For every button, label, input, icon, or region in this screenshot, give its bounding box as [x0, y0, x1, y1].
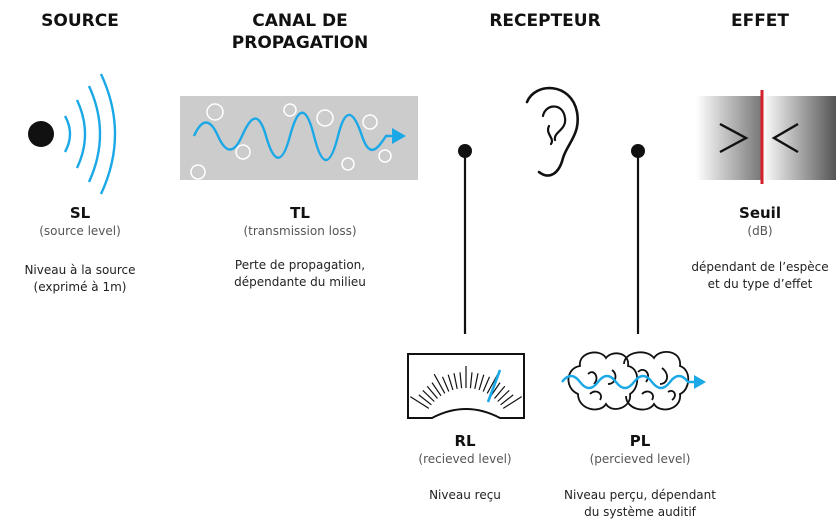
- seuil-abbr: Seuil: [739, 204, 781, 222]
- canal-title-line1: CANAL DE: [252, 11, 348, 31]
- pl-abbr: PL: [629, 432, 651, 450]
- pl-sub: (percieved level): [589, 452, 691, 466]
- tl-desc-line2: dépendante du milieu: [234, 275, 366, 289]
- sl-abbr: SL: [69, 204, 91, 222]
- seuil-desc-line2: et du type d’effet: [707, 277, 813, 291]
- gauge-tick: [426, 385, 438, 399]
- gauge-tick: [431, 382, 442, 397]
- pl-desc-line1: Niveau perçu, dépendant: [564, 488, 716, 502]
- effet-title: EFFET: [730, 11, 790, 31]
- canal-title: CANAL DE PROPAGATION: [200, 10, 400, 54]
- gauge-tick: [469, 372, 473, 389]
- gauge-needle: [486, 369, 502, 403]
- gauge-tick: [409, 396, 430, 409]
- gauge-tick: [459, 372, 463, 389]
- sl-desc-line1: Niveau à la source: [24, 263, 136, 277]
- tl-abbr: TL: [290, 204, 310, 222]
- seuil-sub: (dB): [747, 224, 773, 238]
- seuil-desc-line1: dépendant de l’espèce: [691, 260, 829, 274]
- gauge-tick: [497, 389, 510, 402]
- gauge-tick: [447, 374, 454, 391]
- sound-waves-icon: [28, 73, 117, 195]
- gauge-tick: [418, 394, 432, 406]
- sl-desc-line2: (exprimé à 1m): [33, 280, 127, 294]
- gauge-tick: [433, 373, 446, 394]
- rl-connector-dot: [458, 144, 472, 158]
- gauge-tick: [494, 385, 506, 399]
- gauge-tick: [500, 394, 514, 406]
- gauge-tick: [478, 374, 485, 391]
- rl-desc: Niveau reçu: [429, 488, 501, 502]
- ear-icon: [525, 86, 580, 177]
- gauge-tick: [422, 389, 435, 402]
- meter-gauge-icon: [407, 353, 525, 419]
- gauge-tick: [474, 373, 479, 390]
- sl-sub: (source level): [39, 224, 121, 238]
- sl-desc: Niveau à la source (exprimé à 1m): [0, 262, 160, 296]
- recepteur-title: RECEPTEUR: [489, 11, 601, 31]
- pl-desc-line2: du système auditif: [584, 505, 696, 519]
- gauge-tick: [441, 376, 450, 392]
- pl-desc: Niveau perçu, dépendant du système audit…: [540, 487, 740, 521]
- source-title: SOURCE: [41, 11, 119, 31]
- canal-title-line2: PROPAGATION: [231, 33, 369, 53]
- source-dot-icon: [28, 121, 54, 147]
- rl-sub: (recieved level): [418, 452, 512, 466]
- tl-sub: (transmission loss): [243, 224, 357, 238]
- pl-connector-dot: [631, 144, 645, 158]
- propagation-channel-icon: [180, 96, 418, 180]
- seuil-desc: dépendant de l’espèce et du type d’effet: [680, 259, 840, 293]
- tl-desc-line1: Perte de propagation,: [234, 258, 366, 272]
- threshold-gradient-icon: [696, 90, 836, 184]
- rl-abbr: RL: [454, 432, 476, 450]
- tl-desc: Perte de propagation, dépendante du mili…: [200, 257, 400, 291]
- gauge-tick: [453, 373, 458, 390]
- gauge-tick: [502, 396, 523, 409]
- brain-icon: [561, 351, 706, 411]
- gauge-tick: [482, 376, 491, 392]
